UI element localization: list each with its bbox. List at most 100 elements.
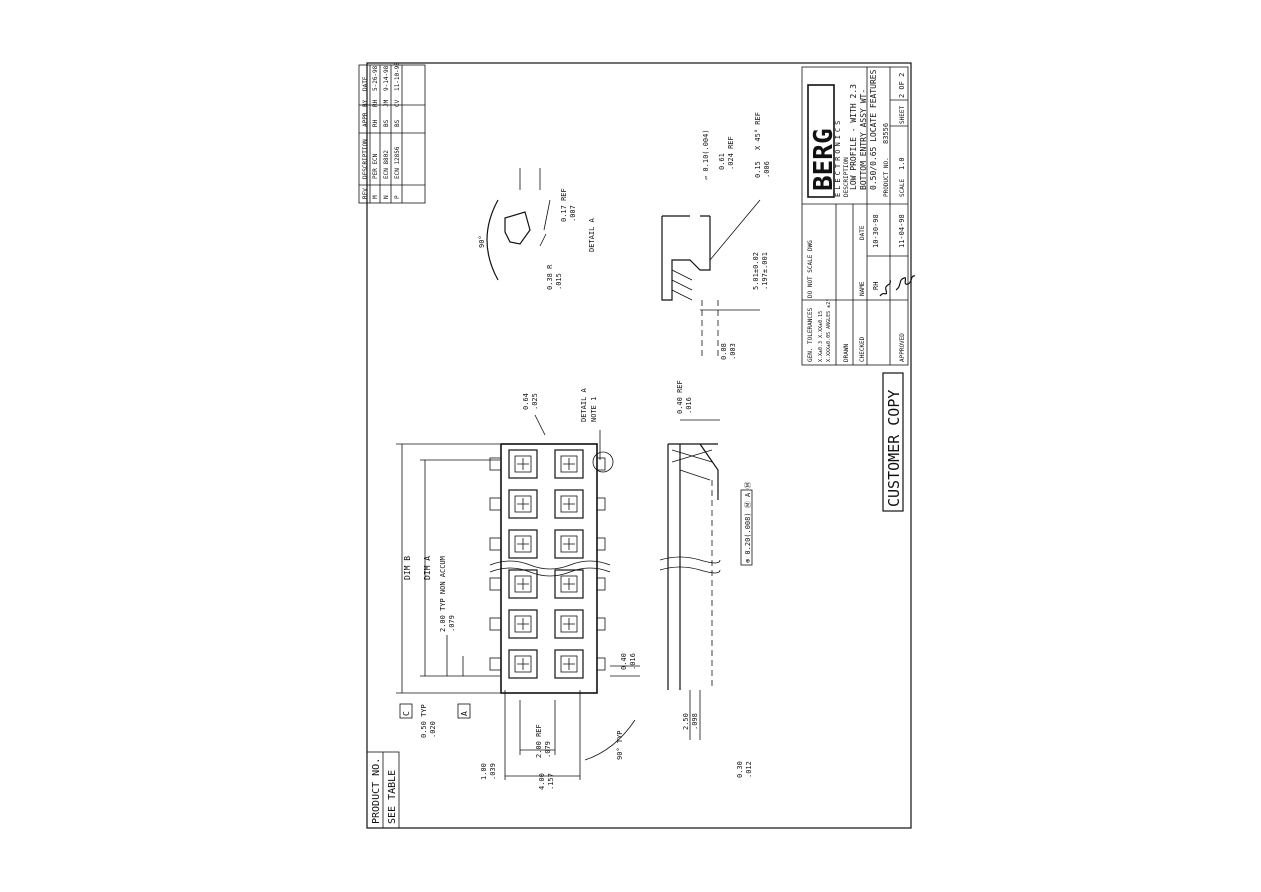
contact-cavity <box>508 569 538 599</box>
by-cell: JM <box>383 99 390 107</box>
dim-050-typ-sub: .020 <box>429 721 437 738</box>
contact-cavity <box>554 489 584 519</box>
by-cell: RH <box>372 99 379 107</box>
sheet-value: 2 OF 2 <box>898 73 906 98</box>
plan-view-dimensions: DIM B DIM A 2.00 TYP NON ACCUM .079 0.50… <box>403 387 637 790</box>
locating-tab <box>596 497 606 511</box>
detail-a-ref: DETAIL A <box>580 387 588 422</box>
locating-tab <box>596 457 606 471</box>
contact-cavity <box>508 529 538 559</box>
locating-tab <box>489 577 502 591</box>
description-label: DESCRIPTION <box>843 157 850 197</box>
date-cell: 5-26-98 <box>372 65 379 91</box>
desc-cell: PER ECN <box>372 153 379 179</box>
connector-plan-view: C A <box>396 414 640 780</box>
dim-030: 0.30 <box>736 761 744 778</box>
dim-400: 4.00 <box>538 773 546 790</box>
sheet-label: SHEET <box>899 106 906 124</box>
contact-cavity <box>554 529 584 559</box>
dim-200-ref: 2.00 REF <box>535 724 543 758</box>
appr-cell: BS <box>394 119 401 127</box>
contact-cavity <box>554 449 584 479</box>
dim-017-sub: .007 <box>569 205 577 222</box>
typ-non-accum: 2.00 TYP NON ACCUM <box>439 556 447 632</box>
signature <box>895 275 916 291</box>
dim-038-sub: .015 <box>555 273 563 290</box>
drawn-date: 10-30-98 <box>872 214 880 248</box>
appr-header: APPR <box>362 112 369 127</box>
product-no-value: SEE TABLE <box>387 770 398 824</box>
revision-block: REV DESCRIPTION APPR BY DATE M PER ECN R… <box>358 62 426 204</box>
date-header: DATE <box>362 76 369 91</box>
detail-a-title: DETAIL A <box>588 217 596 252</box>
dim-b-label: DIM B <box>403 556 412 580</box>
appr-cell: RH <box>372 119 379 127</box>
typ-non-accum-sub: .079 <box>448 615 456 632</box>
drawn-name: RH <box>872 282 880 290</box>
locating-tab <box>489 537 502 551</box>
contact-cavity <box>554 569 584 599</box>
dim-040-ref: 0.40 REF <box>676 380 684 414</box>
dim-064-sub: .025 <box>531 393 539 410</box>
dim-250-sub: .098 <box>691 713 699 730</box>
checked-label: CHECKED <box>859 336 866 362</box>
drawn-label: DRAWN <box>843 344 850 362</box>
section-detail-view: ▱ 0.10(.004) 0.61 .024 REF 0.15 .006 X 4… <box>661 112 771 360</box>
dim-008-sub: .003 <box>729 343 737 360</box>
dim-100-sub: .039 <box>489 763 497 780</box>
description-line-1: LOW PROFILE - WITH 2.3 <box>849 84 858 190</box>
berg-logo: BERG <box>807 84 839 198</box>
tolerance-line-1: X.X±0.3 X.XX±0.15 <box>818 311 824 362</box>
locating-tab <box>596 657 606 671</box>
dim-040-ref-sub: .016 <box>685 397 693 414</box>
dim-040: 0.40 <box>620 653 628 670</box>
dim-038-r: 0.38 R <box>546 264 554 290</box>
dim-040-sub: .016 <box>629 653 637 670</box>
locating-tab <box>489 617 502 631</box>
product-number-box: PRODUCT NO. SEE TABLE <box>366 751 400 829</box>
company-subtitle: ELECTRONICS <box>834 118 842 197</box>
dim-017-ref: 0.17 REF <box>560 188 568 222</box>
approved-label: APPROVED <box>899 333 906 362</box>
appr-cell: BS <box>383 119 390 127</box>
by-header: BY <box>362 99 369 107</box>
contact-cavity <box>508 609 538 639</box>
product-no-title-value: 83556 <box>882 123 890 144</box>
dim-030-sub: .012 <box>745 761 753 778</box>
rev-cell: M <box>372 195 379 199</box>
dim-008: 0.08 <box>720 343 728 360</box>
dim-061-ref: .024 REF <box>727 136 735 170</box>
scale-label: SCALE <box>899 179 906 197</box>
contact-cavity <box>508 489 538 519</box>
locating-tab <box>596 617 606 631</box>
locating-tab <box>489 657 502 671</box>
locating-tab <box>596 577 606 591</box>
date-label: DATE <box>859 225 866 240</box>
dim-064: 0.64 <box>522 393 530 410</box>
description-line-3: 0.50/0.65 LOCATE FEATURES <box>869 69 878 190</box>
name-label: NAME <box>859 281 866 296</box>
detail-a-view: 90° 0.17 REF .007 0.38 R .015 DETAIL A <box>478 168 596 290</box>
locating-tab <box>489 497 502 511</box>
locating-tab <box>596 537 606 551</box>
desc-cell: ECN 8802 <box>383 150 390 179</box>
description-line-2: BOTTOM ENTRY ASSY WT- <box>859 89 868 190</box>
product-no-title-label: PRODUCT NO. <box>883 157 890 197</box>
dim-061: 0.61 <box>718 153 726 170</box>
customer-copy-stamp: CUSTOMER COPY <box>882 372 904 512</box>
contact-cavity <box>508 449 538 479</box>
detail-a-angle: 90° <box>478 235 486 248</box>
note-1: NOTE 1 <box>590 397 598 422</box>
dim-250: 2.50 <box>682 713 690 730</box>
dim-200-ref-sub: .079 <box>544 741 552 758</box>
contact-cavity <box>554 649 584 679</box>
contact-cavity <box>508 649 538 679</box>
flatness-frame: ▱ 0.10(.004) <box>702 129 710 180</box>
tolerance-line-2: X.XXX±0.05 ANGLES ±2° <box>826 299 832 362</box>
dim-90-typ: 90° TYP <box>616 730 624 760</box>
position-tolerance-frame: ⊕ 0.20(.008) Ⓜ A Ⓜ <box>744 482 752 563</box>
connector-side-view: 2.50 .098 0.30 .012 0.40 REF .016 ⊕ 0.20… <box>659 380 753 778</box>
dim-015-sub: .006 <box>763 161 771 178</box>
rev-cell: N <box>383 195 390 199</box>
dim-a-label: DIM A <box>423 556 432 580</box>
